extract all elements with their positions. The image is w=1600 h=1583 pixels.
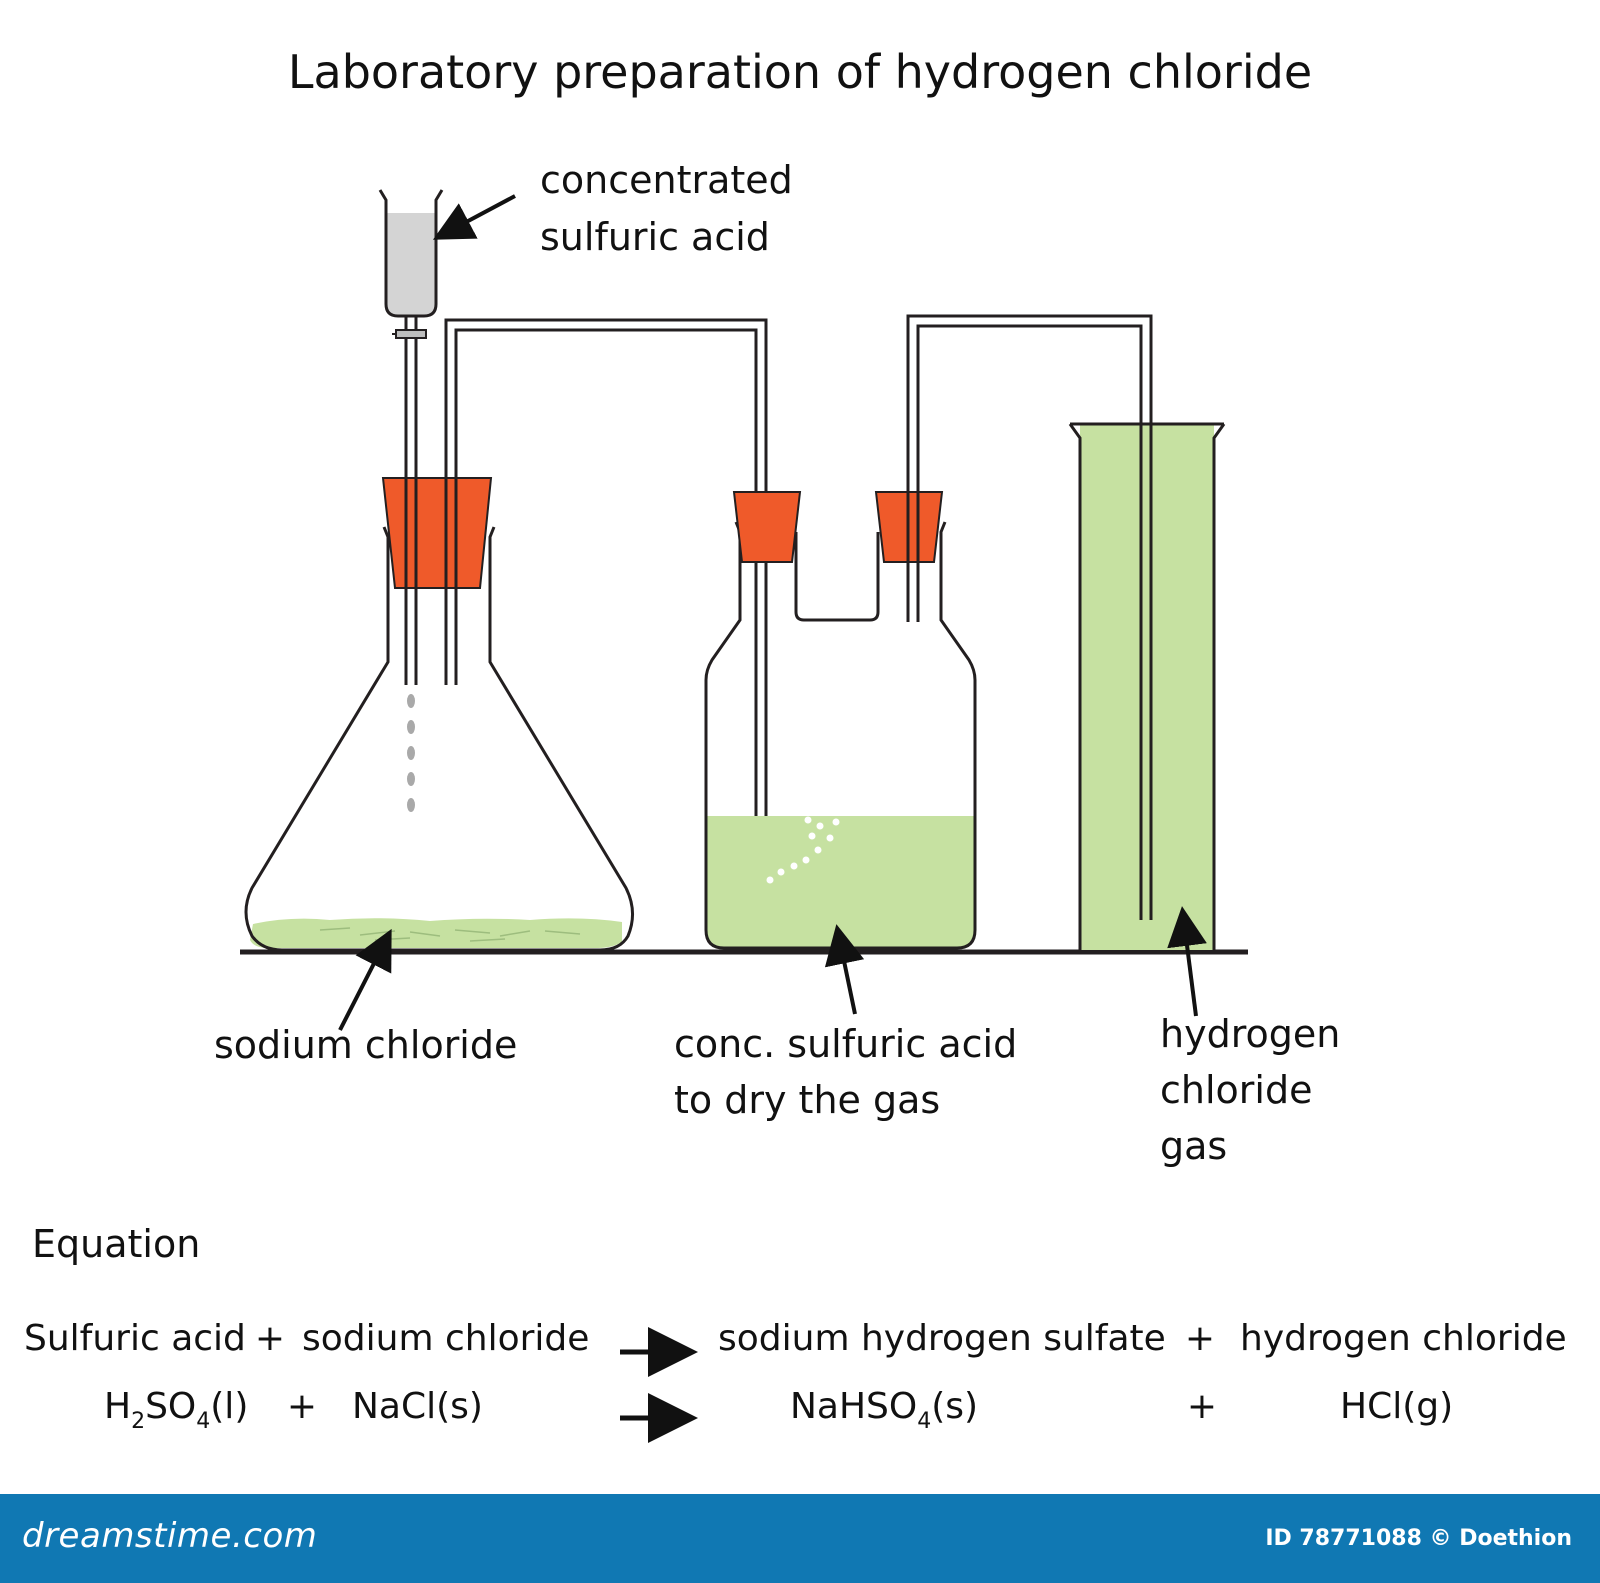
footer-site-logo: dreamstime.com xyxy=(22,1516,318,1556)
funnel-outline xyxy=(378,189,444,318)
formula-plus-1: + xyxy=(287,1386,317,1427)
equation-heading: Equation xyxy=(32,1222,200,1266)
gas-jar-outline xyxy=(1068,422,1226,950)
word-product-1: sodium hydrogen sulfate xyxy=(718,1318,1166,1359)
arrow-to-funnel xyxy=(432,194,516,240)
gas-jar xyxy=(1068,316,1226,950)
flask-stopper xyxy=(381,477,493,589)
gas-bubbles xyxy=(766,816,840,884)
footer-image-id: ID 78771088 © Doethion xyxy=(1265,1526,1572,1551)
formula-sodium-chloride: NaCl(s) xyxy=(352,1386,483,1427)
word-plus-2: + xyxy=(1185,1318,1215,1359)
formula-sulfuric-acid: H2SO4(l) xyxy=(104,1386,248,1434)
arrow-to-drying-acid xyxy=(824,924,865,1015)
label-gas: gas xyxy=(1160,1124,1227,1168)
formula-sodium-hydrogen-sulfate: NaHSO4(s) xyxy=(790,1386,978,1434)
label-sulfuric-acid: sulfuric acid xyxy=(540,215,770,259)
conical-flask-outline xyxy=(244,526,634,952)
dropping-funnel xyxy=(378,189,444,685)
formula-hydrogen-chloride: HCl(g) xyxy=(1340,1386,1453,1427)
word-reactant-1: Sulfuric acid xyxy=(24,1318,246,1359)
funnel-acid xyxy=(386,213,436,316)
label-concentrated: concentrated xyxy=(540,158,793,202)
label-to-dry-the-gas: to dry the gas xyxy=(674,1078,940,1122)
drying-acid-liquid xyxy=(706,816,975,948)
sodium-chloride-solid xyxy=(250,918,622,948)
label-sodium-chloride: sodium chloride xyxy=(214,1023,517,1067)
word-plus-1: + xyxy=(255,1318,285,1359)
acid-drops xyxy=(407,694,415,812)
word-reactant-2: sodium chloride xyxy=(302,1318,589,1359)
diagram-title: Laboratory preparation of hydrogen chlor… xyxy=(288,45,1312,99)
label-hydrogen: hydrogen xyxy=(1160,1012,1340,1056)
delivery-tube-1 xyxy=(444,318,768,870)
arrow-to-gas-jar xyxy=(1167,906,1207,1017)
label-conc-sulfuric-acid: conc. sulfuric acid xyxy=(674,1022,1017,1066)
hcl-gas-fill xyxy=(1080,424,1214,950)
drying-bottle xyxy=(704,491,977,950)
conical-flask xyxy=(244,477,634,952)
label-chloride: chloride xyxy=(1160,1068,1312,1112)
word-product-2: hydrogen chloride xyxy=(1240,1318,1567,1359)
watermark-footer: dreamstime.com ID 78771088 © Doethion xyxy=(0,1494,1600,1583)
tap xyxy=(392,329,427,339)
drying-bottle-stopper-left xyxy=(732,491,802,563)
formula-plus-2: + xyxy=(1187,1386,1217,1427)
arrow-to-sodium-chloride xyxy=(338,928,392,1031)
